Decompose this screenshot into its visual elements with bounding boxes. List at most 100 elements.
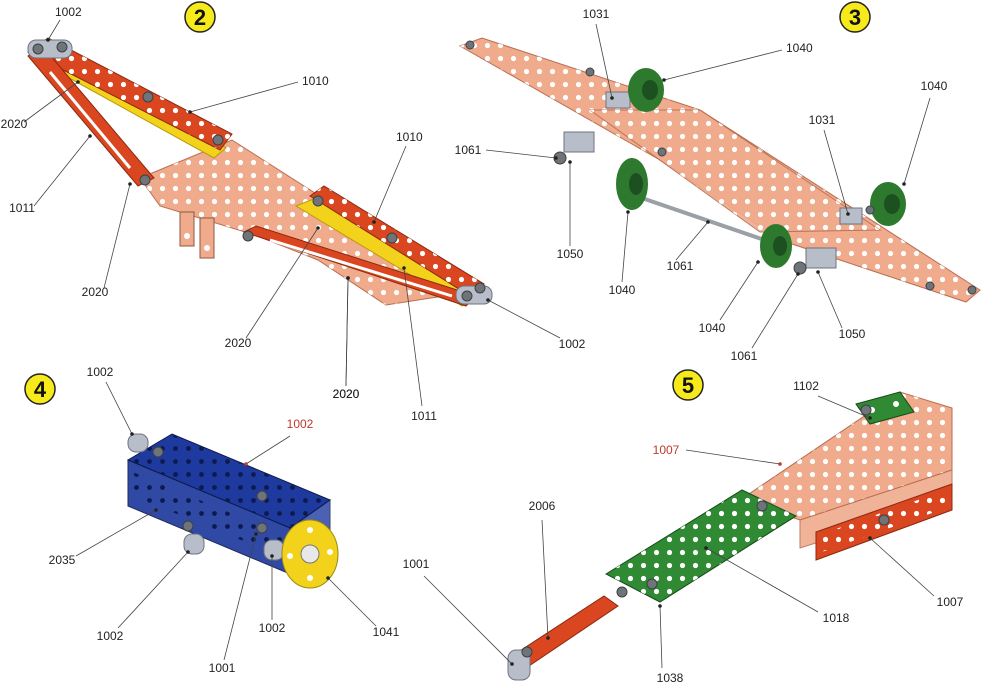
leader-line [541, 519, 549, 639]
leader-line [485, 149, 557, 159]
step-badge-5: 5 [672, 369, 704, 401]
arrow-head-icon [270, 554, 274, 558]
arrow-head-icon [346, 276, 350, 280]
part-number-label: 1050 [557, 247, 584, 261]
arrow-head-icon [326, 576, 330, 580]
leader-line [327, 577, 377, 627]
leader-line [189, 81, 299, 113]
part-number-label: 1002 [97, 629, 124, 643]
step-5-assembly [507, 391, 953, 681]
wheel-top [628, 68, 664, 112]
leader-line [719, 261, 759, 321]
leader-line [105, 381, 133, 435]
green-plate-1018 [604, 489, 798, 603]
orange-strip-lower [309, 185, 485, 297]
arrow-head-icon [706, 220, 710, 224]
arrow-head-icon [662, 78, 666, 82]
double-bracket-1002-top [127, 433, 149, 453]
leader-line [659, 605, 663, 669]
part-number-label: 1002 [87, 365, 114, 379]
step-badge-4: 4 [24, 373, 56, 405]
double-bracket-1002-side [263, 539, 285, 561]
arrow-head-icon [128, 182, 132, 186]
part-number-label: 2020 [333, 387, 360, 401]
leader-line [817, 395, 871, 419]
leader-line [423, 575, 513, 665]
arrow-head-icon [316, 226, 320, 230]
step-number: 3 [849, 5, 861, 30]
arrow-head-icon [816, 270, 820, 274]
part-number-label: 1010 [302, 74, 329, 88]
angle-bracket-pair [179, 211, 215, 259]
arrow-head-icon [658, 604, 662, 608]
part-number-label: 1102 [793, 379, 819, 393]
arrow-head-icon [88, 134, 92, 138]
step-number: 4 [34, 377, 47, 402]
part-number-label: 2020 [225, 336, 252, 350]
step-2-assembly [27, 37, 493, 307]
part-number-label: 1061 [667, 259, 694, 273]
part-number-label: 1001 [403, 557, 430, 571]
arrow-head-icon [756, 260, 760, 264]
arrow-head-icon [704, 546, 708, 550]
flat-bracket-1031-right [839, 207, 863, 225]
part-number-label: 1031 [583, 7, 610, 21]
callouts-step2: 1002101020201011202010102020202010112020… [1, 5, 586, 423]
part-number-label: 1011 [9, 201, 35, 215]
arrow-head-icon [626, 210, 630, 214]
pulley-wheel-1041 [281, 519, 339, 589]
part-number-label: 1050 [839, 327, 866, 341]
arrow-head-icon [154, 508, 158, 512]
leader-line [817, 271, 843, 329]
leader-line [403, 267, 423, 407]
arrow-head-icon [372, 220, 376, 224]
bolts-step-2 [32, 41, 486, 302]
arrow-head-icon [868, 536, 872, 540]
leader-line [869, 537, 935, 597]
arrow-head-icon [846, 212, 850, 216]
arrow-head-icon [188, 110, 192, 114]
leader-line [595, 23, 613, 99]
leader-line [621, 211, 629, 283]
part-number-label: 2035 [49, 553, 76, 567]
arrow-head-icon [796, 272, 800, 276]
arrow-head-icon [46, 38, 50, 42]
arrow-head-icon [868, 416, 872, 420]
part-number-label: 2020 [82, 285, 109, 299]
double-bracket-1002-bottom [183, 533, 205, 555]
part-number-label: 1061 [731, 349, 758, 363]
arrow-head-icon [186, 550, 190, 554]
part-number-label: 1001 [209, 661, 236, 675]
leader-line [345, 277, 349, 387]
arrow-head-icon [610, 96, 614, 100]
leader-line [245, 435, 291, 465]
leader-line [903, 97, 931, 185]
collar-1061-right [793, 261, 807, 275]
part-number-label: 1041 [373, 625, 400, 639]
double-bracket-1001 [507, 649, 531, 681]
flat-bracket-1031-top [605, 91, 631, 109]
part-number-label: 1002 [259, 621, 286, 635]
part-number-label: 1038 [657, 671, 684, 685]
arrow-head-icon [76, 80, 80, 84]
part-number-label: 1040 [786, 41, 813, 55]
part-number-label: 2020 [333, 387, 360, 401]
arrow-head-icon [554, 156, 558, 160]
arrow-head-icon [254, 532, 258, 536]
part-number-label: 1061 [455, 143, 482, 157]
leader-line [705, 547, 819, 613]
flexible-plate-salmon [139, 139, 472, 306]
chassis-plate-salmon [458, 37, 981, 303]
part-number-label: 1002 [287, 417, 314, 431]
callouts-step3: 1031104010401031106110501040106110401061… [455, 7, 948, 363]
step-number: 5 [682, 373, 694, 398]
arrow-head-icon [510, 662, 514, 666]
part-number-label: 2020 [1, 117, 28, 131]
leader-line [663, 49, 783, 81]
arrow-head-icon [130, 432, 134, 436]
callouts-step4: 1002 1002 2035 1002 1002 1001 1041 [49, 365, 400, 675]
leader-line [685, 449, 781, 465]
part-number-label: 1002 [55, 5, 82, 19]
arrow-head-icon [402, 266, 406, 270]
